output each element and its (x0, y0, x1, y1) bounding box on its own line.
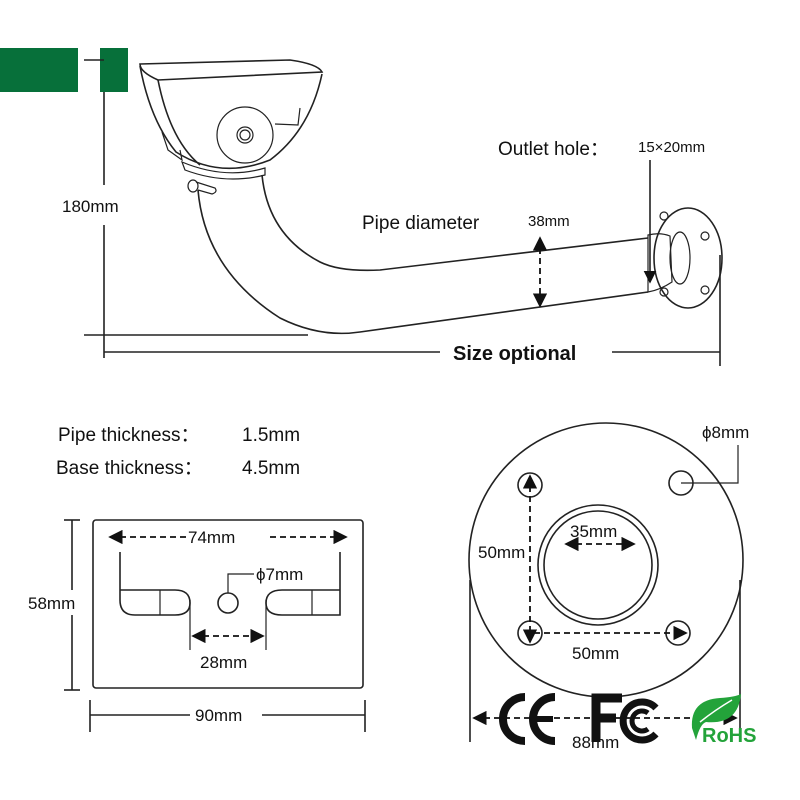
outlet-hole-label: Outlet hole： (498, 139, 609, 160)
spec-pipe-thickness-label: Pipe thickness： (58, 425, 200, 446)
banner-block-right (100, 48, 128, 92)
length-label: Size optional (453, 343, 576, 365)
pipe-drawing (197, 174, 723, 335)
height-label: 180mm (62, 197, 119, 216)
svg-text:RoHS: RoHS (702, 725, 756, 747)
spec-base-thickness-value: 4.5mm (242, 458, 300, 479)
mount-plate-drawing: 74mm ϕ7mm 28mm 58mm 90mm (28, 519, 366, 732)
base-inner-diameter-label: 35mm (570, 522, 617, 541)
pipe-diameter-label: Pipe diameter (362, 213, 480, 234)
rohs-logo: RoHS (691, 694, 756, 747)
plate-slot-spacing-label: 28mm (200, 653, 247, 672)
ce-logo (499, 693, 556, 745)
outlet-hole-value: 15×20mm (638, 139, 705, 156)
plate-hole-diameter-label: ϕ7mm (256, 565, 303, 584)
base-plate-drawing: ϕ8mm 35mm 50mm 50mm 88mm (468, 422, 749, 752)
camera-housing-drawing (139, 59, 324, 195)
height-dimension: 180mm (62, 59, 308, 358)
base-outer-diameter-label: 88mm (572, 733, 619, 752)
fcc-logo (591, 693, 659, 744)
base-vertical-spacing-label: 50mm (478, 543, 525, 562)
base-hole-diameter-label: ϕ8mm (702, 423, 749, 442)
plate-width-label: 90mm (195, 706, 242, 725)
spec-pipe-thickness-value: 1.5mm (242, 425, 300, 446)
base-horizontal-spacing-label: 50mm (572, 644, 619, 663)
plate-inner-width-label: 74mm (188, 528, 235, 547)
spec-base-thickness-label: Base thickness： (56, 458, 203, 479)
pipe-diameter-value: 38mm (528, 213, 570, 230)
banner-block-left (0, 48, 78, 92)
plate-height-label: 58mm (28, 594, 75, 613)
